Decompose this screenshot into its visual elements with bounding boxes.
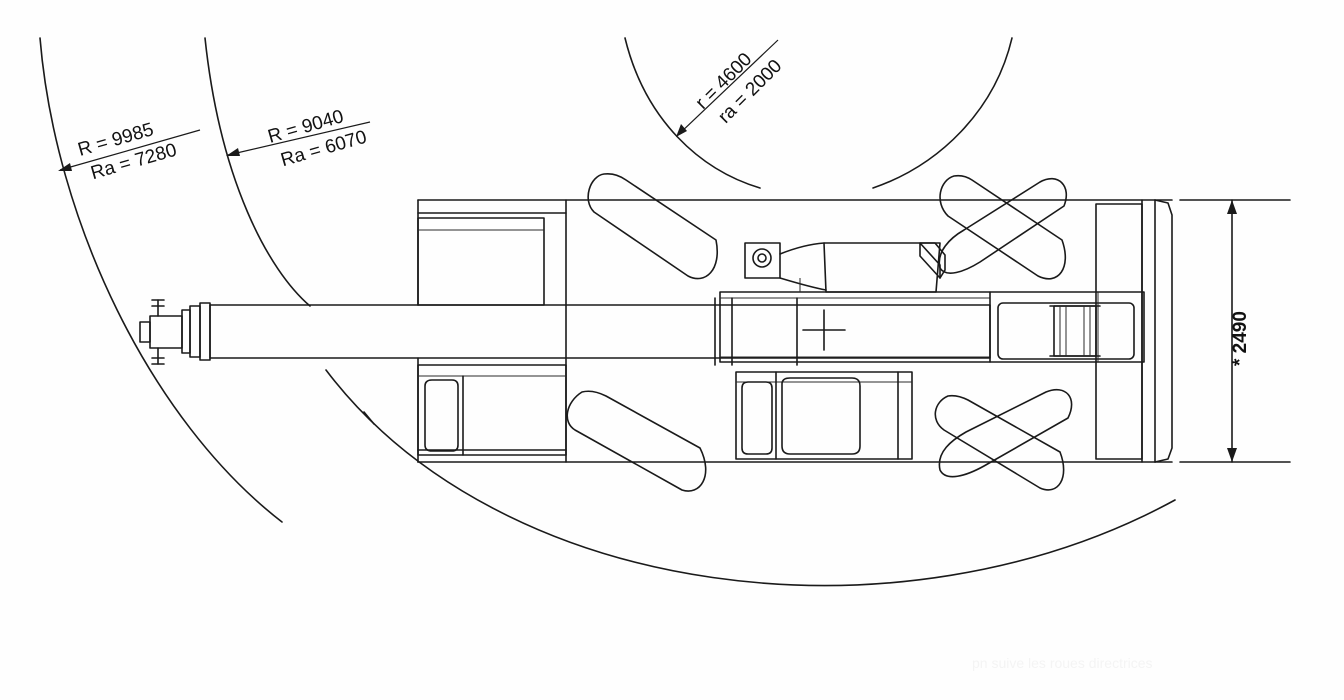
turntable [719,291,1145,363]
operator-seat [744,242,781,279]
middle-arc-gap-mark [363,411,375,425]
inner-radius-leader [677,39,779,136]
rear-outrigger [1095,199,1173,463]
width-dimension: * 2490 [1179,199,1291,463]
width-dimension-label: * 2490 [1230,311,1251,366]
middle-radius-leader [227,121,371,156]
telescopic-boom [181,297,991,366]
cab-bottom [417,364,567,456]
rear-wheel-upper-x [938,174,1067,280]
middle-radius-label-group: R = 9040 Ra = 6070 [266,106,370,171]
front-wheel-upper [587,172,718,280]
outer-turning-arc [39,37,283,523]
outer-radius-arrowhead [58,163,72,171]
winch-drum [1049,305,1101,357]
inner-arc-right [872,37,1013,189]
cab-window [424,379,459,452]
counterweight-housing [744,242,946,293]
front-wheel-lower [566,390,707,492]
rear-wheel-lower-x [934,389,1073,491]
middle-turning-arc-upper [204,37,311,307]
inner-radius-arrowhead [676,124,687,137]
faint-footer-text: pn suive les roues directrices [972,655,1153,671]
boom-head [139,299,183,365]
outer-radius-leader [59,129,201,171]
inner-radius-label-group: r = 4600 ra = 2000 [692,49,787,128]
middle-turning-arc-lower [325,369,1176,587]
middle-radius-arrowhead [226,148,240,156]
cab-top [417,217,545,306]
inner-arc-left [624,37,761,189]
engine-compartment [735,371,913,460]
